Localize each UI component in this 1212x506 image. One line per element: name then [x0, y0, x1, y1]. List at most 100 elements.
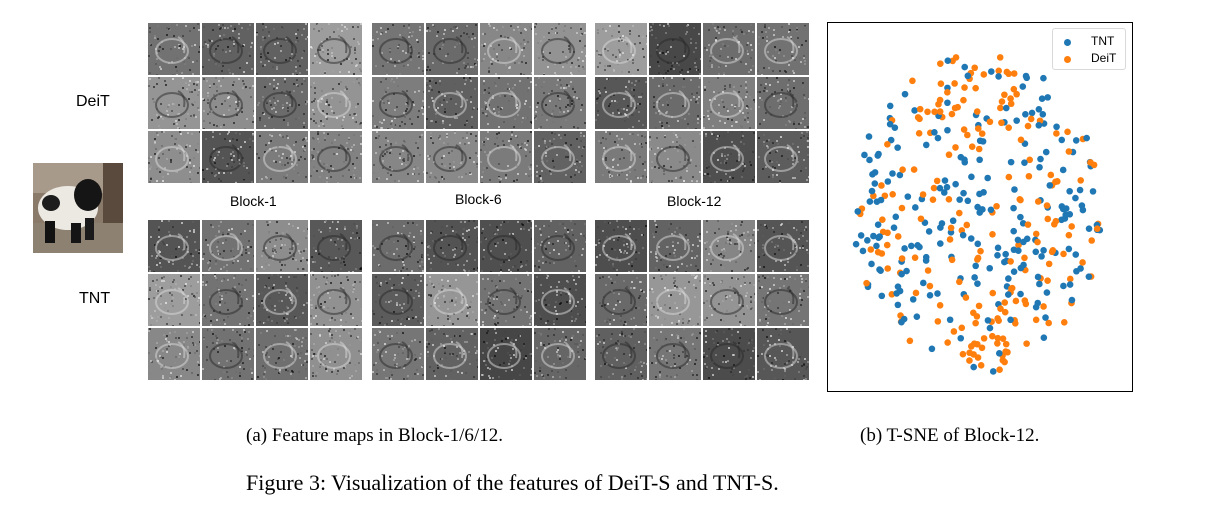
tnt-point: [912, 204, 919, 211]
deit-point: [956, 209, 963, 217]
tnt-point: [957, 334, 965, 342]
feature-map-tile: [757, 328, 809, 380]
tnt-point: [1007, 158, 1015, 166]
tnt-point: [1068, 296, 1076, 304]
tnt-point: [984, 174, 991, 182]
tnt-point: [889, 170, 896, 177]
tnt-point: [898, 270, 905, 278]
tnt-point: [934, 290, 941, 297]
tnt-point: [874, 152, 882, 159]
tnt-point: [1021, 159, 1028, 166]
tnt-point: [922, 141, 930, 149]
deit-point: [924, 108, 931, 116]
tnt-point: [1072, 251, 1080, 258]
deit-point: [917, 215, 925, 223]
feature-map-tile: [757, 131, 809, 183]
tsne-plot-frame: [827, 22, 1133, 392]
deit-point: [926, 282, 934, 290]
deit-point: [998, 119, 1005, 127]
tnt-point: [1083, 134, 1090, 142]
deit-point: [995, 67, 1003, 75]
tnt-point: [971, 274, 978, 281]
tnt-point: [1017, 213, 1024, 221]
feature-map-tile: [595, 77, 647, 129]
deit-point: [898, 255, 906, 262]
deit-point: [989, 289, 997, 297]
tnt-point: [1042, 148, 1050, 156]
tnt-point: [1036, 163, 1043, 171]
tnt-point: [1072, 194, 1079, 202]
tnt-point: [1046, 182, 1054, 189]
deit-point: [958, 324, 966, 332]
deit-point: [1024, 122, 1032, 130]
tnt-point: [1085, 225, 1093, 233]
tnt-point: [873, 242, 880, 250]
feature-map-tile: [480, 274, 532, 326]
deit-point: [929, 196, 937, 203]
tnt-point: [1001, 258, 1008, 266]
tnt-point: [949, 217, 957, 225]
tnt-point: [1007, 316, 1014, 324]
deit-point: [980, 335, 988, 342]
tnt-point: [1062, 211, 1069, 219]
feature-map-tile: [426, 328, 478, 380]
tnt-point: [1038, 253, 1045, 260]
tnt-point: [979, 206, 986, 213]
tnt-point: [1002, 250, 1009, 258]
tnt-point: [937, 224, 944, 231]
feature-map-tile: [757, 77, 809, 129]
block-label-12: Block-12: [667, 193, 722, 209]
deit-point: [1045, 319, 1052, 327]
tnt-point: [891, 124, 899, 131]
tsne-legend: TNT DeiT: [1052, 28, 1126, 70]
deit-point: [1005, 173, 1013, 181]
tnt-point: [896, 171, 904, 179]
feature-map-tile: [534, 131, 586, 183]
feature-map-tile: [426, 131, 478, 183]
deit-point: [1024, 221, 1032, 228]
deit-point: [1068, 223, 1075, 230]
tnt-point: [865, 133, 873, 140]
deit-point: [1008, 285, 1015, 292]
tnt-point: [852, 240, 860, 248]
tnt-point: [1037, 155, 1044, 163]
feature-map-tile: [148, 23, 200, 75]
tnt-point: [1014, 236, 1022, 244]
deit-point: [944, 89, 951, 96]
deit-point: [994, 315, 1001, 322]
deit-point: [1023, 340, 1030, 347]
tnt-point: [986, 264, 994, 272]
row-label-deit: DeiT: [76, 93, 110, 110]
tnt-point: [1005, 275, 1012, 282]
deit-point: [1015, 241, 1022, 249]
tnt-point: [903, 267, 910, 275]
deit-point: [977, 247, 984, 255]
deit-point: [931, 108, 938, 116]
legend-marker-tnt: [1064, 39, 1071, 46]
row-label-tnt: TNT: [79, 290, 111, 307]
tnt-point: [964, 72, 972, 80]
feature-map-tile: [372, 77, 424, 129]
tnt-point: [926, 292, 934, 299]
tnt-point: [1028, 109, 1036, 117]
tnt-point: [956, 196, 963, 203]
deit-point: [1034, 198, 1042, 205]
deit-point: [986, 118, 994, 126]
deit-point: [1032, 230, 1040, 238]
deit-point: [952, 144, 959, 151]
tnt-point: [1073, 267, 1080, 275]
deit-point: [1027, 115, 1035, 123]
feature-map-tile: [649, 274, 701, 326]
feature-map-tile: [310, 77, 362, 129]
tnt-point: [1042, 314, 1049, 321]
block-label-6: Block-6: [455, 191, 502, 207]
tnt-point: [1011, 186, 1018, 193]
tnt-point: [1036, 280, 1043, 288]
feature-map-tile: [202, 131, 254, 183]
deit-point: [1001, 308, 1009, 316]
tnt-point: [974, 280, 981, 287]
deit-point: [996, 54, 1004, 61]
feature-map-tile: [310, 220, 362, 272]
deit-point: [884, 265, 892, 272]
deit-point: [1045, 260, 1053, 268]
